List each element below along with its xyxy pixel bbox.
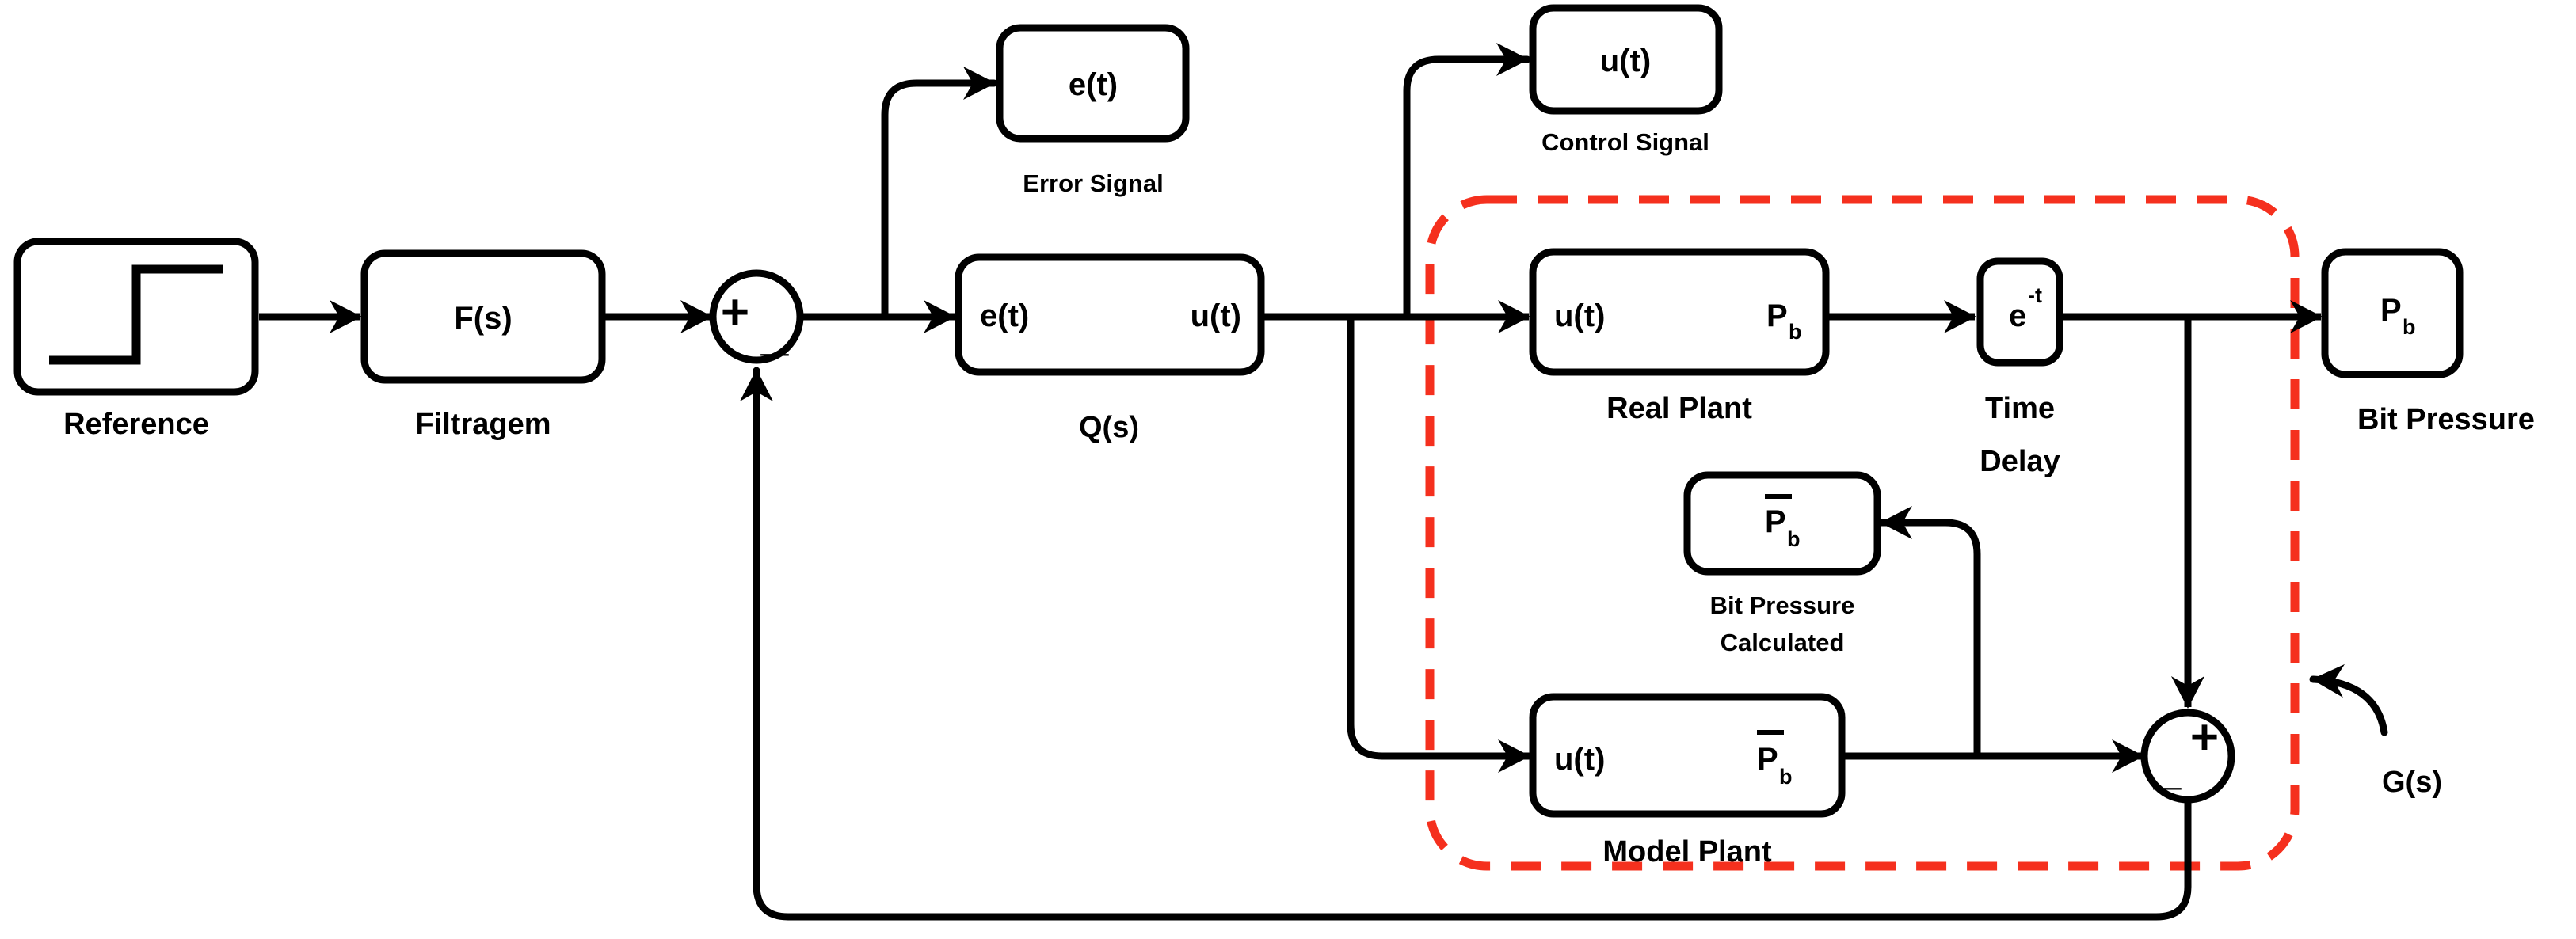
sum-error-plus-sign: + — [721, 285, 749, 340]
model-plant-caption: Model Plant — [1602, 835, 1772, 869]
filtragem-box[interactable] — [360, 249, 606, 384]
wire-model-output-to-calculated — [1877, 505, 1981, 760]
real-plant-box[interactable] — [1529, 248, 1830, 376]
time-delay-box[interactable] — [1976, 257, 2063, 367]
block-control-signal[interactable]: u(t) — [1529, 4, 1723, 115]
real-plant-caption: Real Plant — [1606, 392, 1752, 425]
time-delay-caption-line1: Time — [1985, 392, 2055, 425]
filtragem-label: F(s) — [454, 301, 512, 336]
block-error-signal[interactable]: e(t) — [996, 24, 1190, 143]
model-plant-box[interactable] — [1529, 693, 1846, 818]
model-plant-input-label: u(t) — [1554, 742, 1605, 777]
block-filtragem[interactable]: F(s) — [360, 249, 606, 384]
bit-pressure-subscript: b — [2403, 315, 2416, 339]
block-reference[interactable] — [13, 238, 259, 396]
step-function-icon — [49, 264, 223, 365]
wire-feedback-loop — [739, 367, 2192, 921]
gs-pointer-arrow — [2309, 663, 2388, 736]
controller-box[interactable] — [955, 253, 1265, 376]
model-plant-output-label: P — [1757, 742, 1778, 777]
gs-boundary-dashed-rect — [1425, 195, 2300, 871]
real-plant-output-subscript: b — [1789, 320, 1802, 344]
bit-pressure-calculated-label: P — [1765, 504, 1786, 539]
bit-pressure-caption: Bit Pressure — [2357, 403, 2535, 436]
wire-to-model-plant — [1347, 313, 1533, 774]
bit-pressure-calculated-subscript: b — [1787, 527, 1801, 551]
sum-model-error-minus-sign: _ — [2153, 740, 2182, 795]
control-signal-box[interactable] — [1529, 4, 1723, 115]
sum-junction-error[interactable]: + _ — [709, 269, 804, 364]
filtragem-caption: Filtragem — [415, 408, 551, 441]
time-delay-base-label: e — [2009, 298, 2026, 333]
bit-pressure-label: P — [2380, 293, 2402, 328]
wire-error-branch — [881, 66, 998, 321]
sum-error-circle[interactable] — [709, 269, 804, 364]
block-controller[interactable]: e(t) u(t) — [955, 253, 1265, 376]
sum-junction-model-error[interactable]: + _ — [2140, 709, 2235, 804]
gs-label: G(s) — [2382, 766, 2442, 799]
bit-pressure-calculated-caption-line1: Bit Pressure — [1710, 591, 1855, 619]
bit-pressure-calculated-caption-line2: Calculated — [1721, 629, 1845, 656]
control-signal-caption: Control Signal — [1541, 128, 1709, 156]
block-model-plant[interactable]: u(t) P b — [1529, 693, 1846, 818]
time-delay-exponent-label: -t — [2028, 283, 2042, 307]
error-signal-caption: Error Signal — [1023, 169, 1163, 197]
bit-pressure-calculated-box[interactable] — [1683, 471, 1881, 576]
bit-pressure-box[interactable] — [2321, 248, 2464, 378]
error-signal-box[interactable] — [996, 24, 1190, 143]
reference-caption: Reference — [63, 408, 209, 441]
sum-model-error-circle[interactable] — [2140, 709, 2235, 804]
error-signal-label: e(t) — [1069, 67, 1118, 102]
control-signal-label: u(t) — [1600, 44, 1651, 78]
block-bit-pressure-calculated[interactable]: P b — [1683, 471, 1881, 576]
time-delay-caption-line2: Delay — [1980, 445, 2060, 478]
wire-control-signal-branch — [1403, 42, 1531, 321]
controller-input-label: e(t) — [980, 298, 1029, 333]
block-time-delay[interactable]: e -t — [1976, 257, 2063, 367]
block-real-plant[interactable]: u(t) P b — [1529, 248, 1830, 376]
sum-model-error-plus-sign: + — [2190, 710, 2219, 765]
controller-caption: Q(s) — [1079, 411, 1139, 444]
real-plant-input-label: u(t) — [1554, 298, 1605, 333]
block-bit-pressure[interactable]: P b — [2321, 248, 2464, 378]
controller-output-label: u(t) — [1191, 298, 1241, 333]
real-plant-output-label: P — [1766, 298, 1788, 333]
sum-error-minus-sign: _ — [760, 306, 790, 361]
model-plant-output-subscript: b — [1779, 765, 1793, 789]
